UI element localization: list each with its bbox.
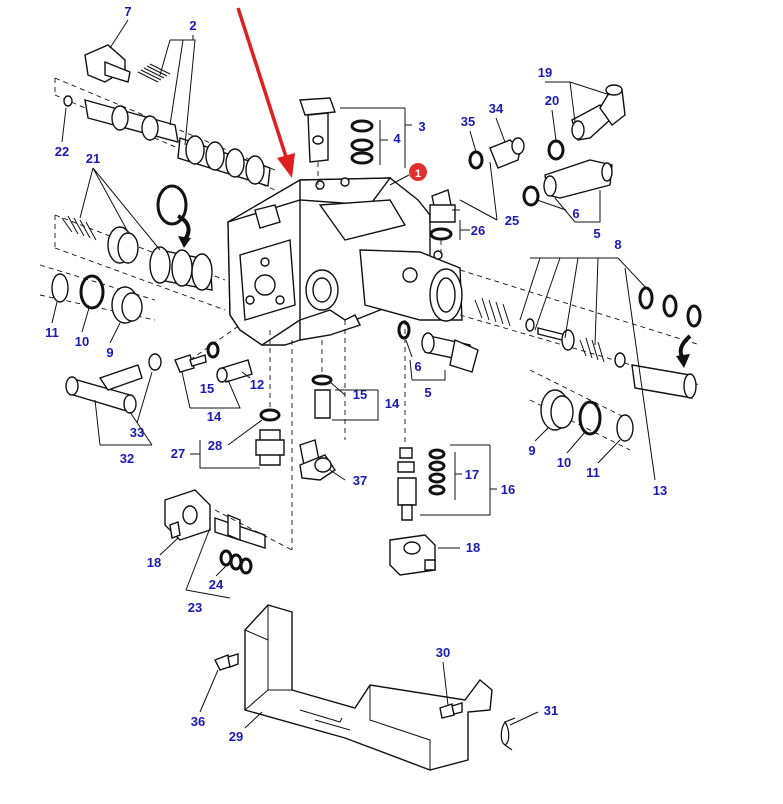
callout-2: 2 [189, 18, 196, 33]
fittings-upper-right [429, 84, 626, 255]
callout-19: 19 [538, 65, 552, 80]
callout-16: 16 [501, 482, 515, 497]
fittings-center [255, 320, 346, 550]
callout-18-left: 18 [147, 555, 161, 570]
callout-29: 29 [229, 729, 243, 744]
callout-5-lower: 5 [424, 385, 431, 400]
spool-assembly-middle [39, 184, 226, 324]
callout-8: 8 [614, 237, 621, 252]
callout-33: 33 [130, 425, 144, 440]
callout-32: 32 [120, 451, 134, 466]
callout-3: 3 [418, 119, 425, 134]
callout-35: 35 [461, 114, 475, 129]
callout-22: 22 [55, 144, 69, 159]
mounting-bracket [214, 604, 516, 771]
banjo-bolt-top [299, 97, 374, 190]
spool-assembly-top [54, 44, 276, 191]
callout-11-right: 11 [586, 465, 600, 480]
callout-13: 13 [653, 483, 667, 498]
callout-20: 20 [545, 93, 559, 108]
solenoid-center-stack [389, 320, 446, 576]
callout-28: 28 [208, 438, 222, 453]
callout-11-left: 11 [45, 325, 59, 340]
callout-15-center: 15 [353, 387, 367, 402]
callout-27: 27 [171, 446, 185, 461]
callout-23: 23 [188, 600, 202, 615]
callout-26: 26 [471, 223, 485, 238]
callout-14-left: 14 [207, 409, 222, 424]
callout-12: 12 [250, 377, 264, 392]
callout-10-right: 10 [557, 455, 571, 470]
red-pointer-arrow-icon [236, 7, 295, 178]
callout-4: 4 [393, 131, 401, 146]
callout-18-center: 18 [466, 540, 480, 555]
callout-5-upper: 5 [593, 226, 600, 241]
callout-36: 36 [191, 714, 205, 729]
callout-17: 17 [465, 467, 479, 482]
callout-15-left: 15 [200, 381, 214, 396]
callout-37: 37 [353, 473, 367, 488]
callout-9-right: 9 [528, 443, 535, 458]
spool-assembly-right [459, 269, 702, 451]
valve-block [227, 177, 463, 346]
callout-7: 7 [124, 4, 131, 19]
callout-25: 25 [505, 213, 519, 228]
callout-24: 24 [209, 577, 224, 592]
callout-21: 21 [86, 151, 100, 166]
callout-9-left: 9 [106, 345, 113, 360]
callout-1-badge: 1 [409, 163, 427, 181]
banjo-bolts-left [174, 324, 253, 383]
solenoid-left [164, 489, 293, 575]
tee-fitting [65, 353, 162, 414]
elbow-fitting-lower [397, 320, 479, 373]
callout-1: 1 [415, 168, 421, 180]
callout-6-upper: 6 [572, 206, 579, 221]
callout-6-lower: 6 [414, 359, 421, 374]
callout-14-center: 14 [385, 396, 400, 411]
callout-30: 30 [436, 645, 450, 660]
callout-31: 31 [544, 703, 558, 718]
callout-34: 34 [489, 101, 504, 116]
callout-10-left: 10 [75, 334, 89, 349]
